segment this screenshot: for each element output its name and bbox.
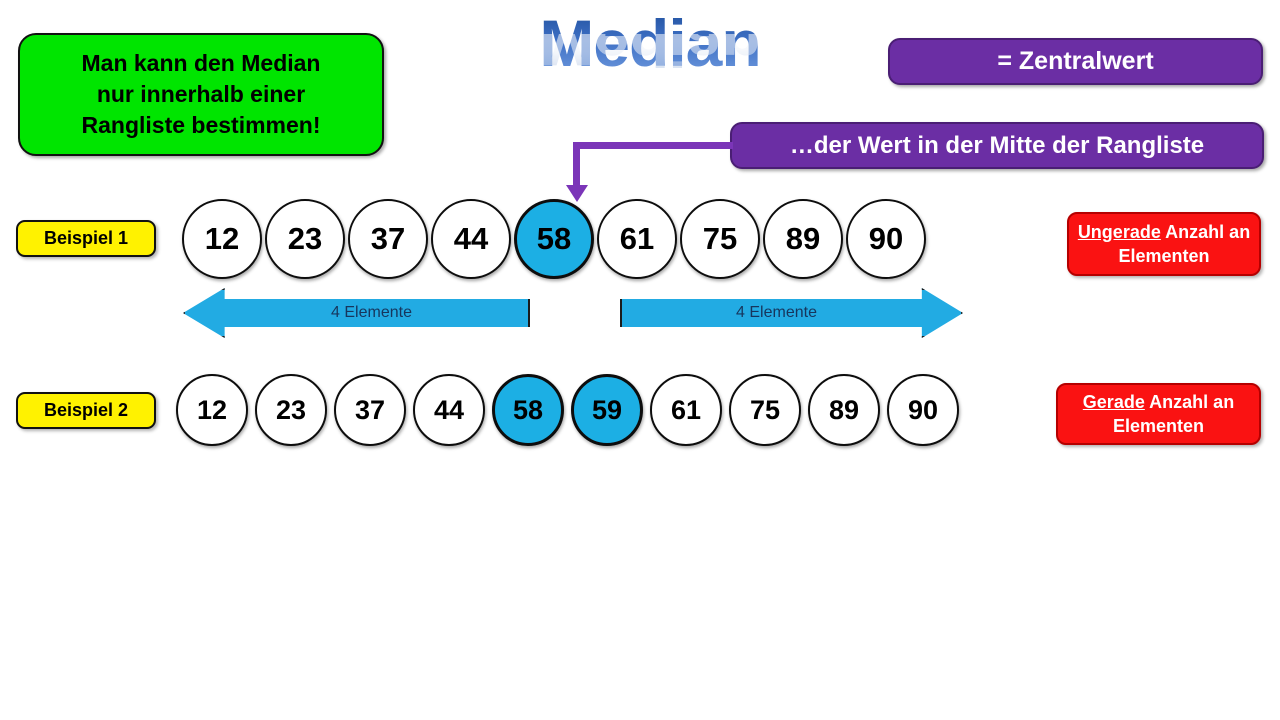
- number-circle: 75: [680, 199, 760, 279]
- synonym-box: = Zentralwert: [888, 38, 1263, 85]
- number-circle: 37: [348, 199, 428, 279]
- number-circle: 89: [763, 199, 843, 279]
- number-circle: 61: [597, 199, 677, 279]
- number-circle: 89: [808, 374, 880, 446]
- left-count-arrow: 4 Elemente: [183, 288, 530, 338]
- title-reflection: Median: [500, 34, 800, 78]
- page-title: Median Median: [500, 8, 800, 118]
- number-circle: 37: [334, 374, 406, 446]
- right-count-arrow: 4 Elemente: [620, 288, 963, 338]
- number-circle: 23: [265, 199, 345, 279]
- odd-count-note-rest: Anzahl an Elementen: [1118, 222, 1251, 266]
- green-note-line-1: Man kann den Median: [81, 50, 321, 76]
- green-note-line-2: nur innerhalb einer: [96, 81, 306, 107]
- number-circle: 61: [650, 374, 722, 446]
- even-count-note-rest: Anzahl an Elementen: [1112, 392, 1235, 436]
- right-count-arrow-label: 4 Elemente: [736, 304, 817, 321]
- number-circle: 44: [413, 374, 485, 446]
- number-circle: 12: [176, 374, 248, 446]
- example-2-number-row: 12 23 37 44 58 59 61 75 89 90: [176, 374, 966, 446]
- number-circle: 23: [255, 374, 327, 446]
- green-note-box: Man kann den Median nur innerhalb einer …: [18, 33, 384, 156]
- even-count-note-emphasis: Gerade: [1082, 392, 1145, 412]
- connector-vertical-line: [573, 142, 580, 187]
- example-2-label: Beispiel 2: [16, 392, 156, 429]
- number-circle: 90: [887, 374, 959, 446]
- title-text: Median: [500, 8, 800, 78]
- left-count-arrow-label: 4 Elemente: [331, 304, 412, 321]
- median-circle: 59: [571, 374, 643, 446]
- connector-arrowhead-icon: [566, 185, 588, 202]
- odd-count-note-emphasis: Ungerade: [1077, 222, 1161, 242]
- median-circle: 58: [514, 199, 594, 279]
- definition-box: …der Wert in der Mitte der Rangliste: [730, 122, 1264, 169]
- median-circle: 58: [492, 374, 564, 446]
- number-circle: 12: [182, 199, 262, 279]
- number-circle: 44: [431, 199, 511, 279]
- example-1-label: Beispiel 1: [16, 220, 156, 257]
- even-count-note: Gerade Anzahl an Elementen: [1056, 383, 1261, 445]
- number-circle: 75: [729, 374, 801, 446]
- odd-count-note: Ungerade Anzahl an Elementen: [1067, 212, 1261, 276]
- example-1-number-row: 12 23 37 44 58 61 75 89 90: [182, 199, 929, 279]
- number-circle: 90: [846, 199, 926, 279]
- connector-horizontal-line: [573, 142, 733, 149]
- green-note-line-3: Rangliste bestimmen!: [81, 112, 321, 138]
